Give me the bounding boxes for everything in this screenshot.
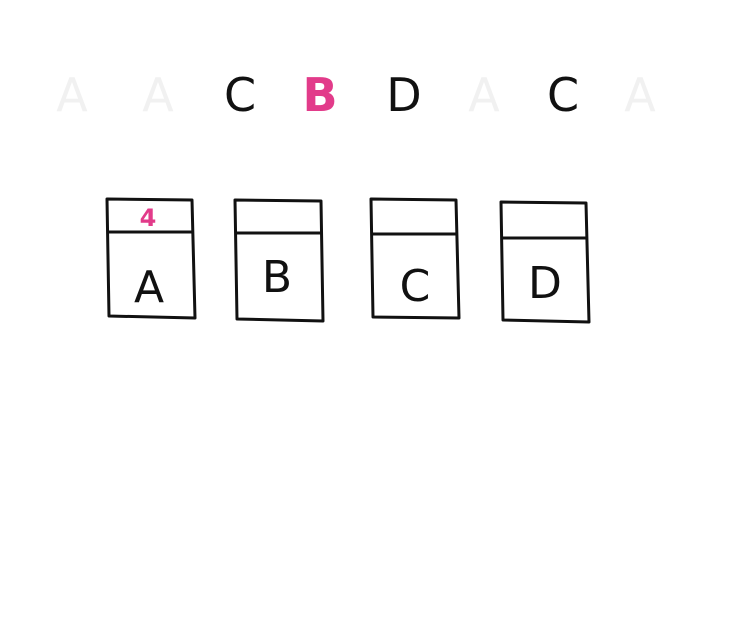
- box-letter: C: [400, 261, 431, 312]
- counter-box-d: D: [499, 200, 591, 324]
- box-outline: [233, 198, 325, 323]
- sequence-letter: A: [56, 68, 88, 122]
- box-outline: [499, 200, 591, 324]
- sequence-letter: A: [142, 68, 174, 122]
- sequence-letter-highlighted: B: [302, 68, 337, 122]
- counter-box-c: C: [369, 197, 461, 320]
- counter-box-b: B: [233, 198, 325, 323]
- sequence-letter: C: [224, 68, 256, 122]
- box-letter: B: [262, 252, 292, 303]
- sequence-letter: A: [468, 68, 500, 122]
- sequence-letter: C: [547, 68, 579, 122]
- box-letter: D: [528, 258, 562, 309]
- letter-sequence: A A C B D A C A: [56, 68, 656, 122]
- sequence-letter: D: [386, 68, 421, 122]
- box-letter: A: [134, 262, 164, 313]
- box-outline: [369, 197, 461, 320]
- box-outline: [105, 197, 197, 320]
- counter-box-a: 4 A: [105, 197, 197, 320]
- sequence-letter: A: [624, 68, 656, 122]
- box-count: 4: [140, 204, 157, 232]
